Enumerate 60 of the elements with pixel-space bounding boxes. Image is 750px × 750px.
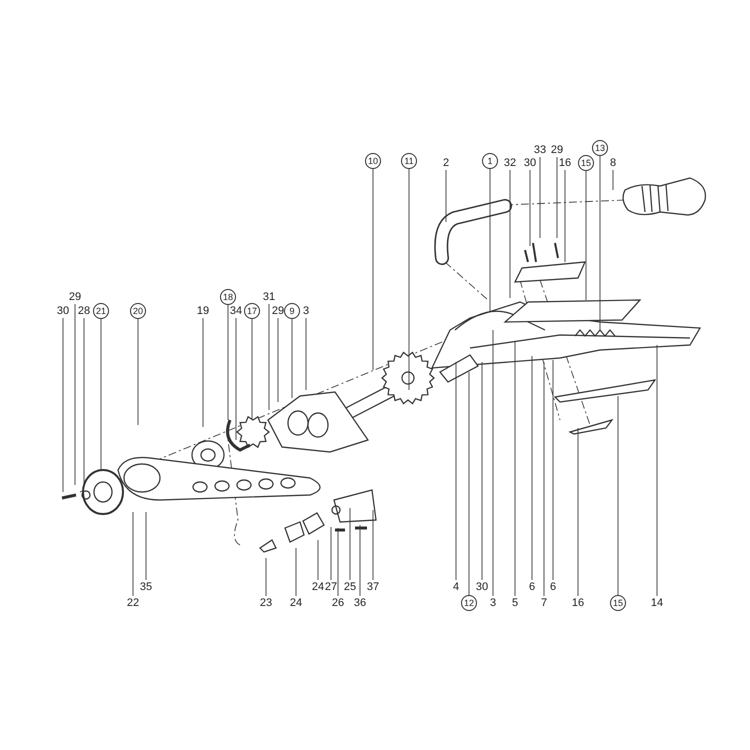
leader-line: [656, 344, 658, 596]
callout-number: 21: [93, 303, 109, 319]
leader-line: [74, 304, 76, 486]
callout-number: 35: [136, 580, 156, 594]
callout-number: 30: [53, 304, 73, 318]
callout-number: 30: [520, 156, 540, 170]
leader-line: [556, 156, 558, 238]
callout-number: 36: [350, 596, 370, 610]
callout-number: 1: [482, 153, 498, 169]
leader-line: [372, 168, 374, 370]
callout-number: 24: [286, 596, 306, 610]
callout-number: 6: [543, 580, 563, 594]
leader-line: [132, 512, 134, 596]
callout-number: 20: [130, 303, 146, 319]
callout-number: 32: [500, 156, 520, 170]
leader-line: [468, 372, 470, 596]
leader-line: [62, 318, 64, 492]
callout-number: 16: [555, 156, 575, 170]
leader-line: [564, 170, 566, 262]
callout-number: 28: [74, 304, 94, 318]
leader-line: [408, 168, 410, 390]
callout-number: 8: [603, 156, 623, 170]
leader-line: [514, 342, 516, 596]
leader-line: [492, 330, 494, 596]
callout-number: 15: [578, 155, 594, 171]
callout-number: 16: [568, 596, 588, 610]
callout-number: 31: [259, 290, 279, 304]
leader-line: [552, 360, 554, 580]
callout-number: 34: [226, 304, 246, 318]
callout-number: 4: [446, 580, 466, 594]
callout-number: 3: [483, 596, 503, 610]
callout-number: 2: [436, 156, 456, 170]
callout-number: 33: [530, 143, 550, 157]
callout-number: 5: [505, 596, 525, 610]
callout-number: 11: [401, 153, 417, 169]
callout-number: 12: [461, 595, 477, 611]
callout-number: 29: [65, 290, 85, 304]
callout-number: 13: [592, 140, 608, 156]
callout-number: 26: [328, 596, 348, 610]
callout-number: 9: [284, 303, 300, 319]
callout-number: 17: [244, 303, 260, 319]
callout-number: 37: [363, 580, 383, 594]
callout-number: 29: [547, 143, 567, 157]
callout-number: 23: [256, 596, 276, 610]
leader-line: [268, 304, 270, 410]
callout-number: 14: [647, 596, 667, 610]
callout-number: 7: [534, 596, 554, 610]
callout-number: 18: [220, 289, 236, 305]
leader-line: [612, 170, 614, 190]
callout-number: 10: [365, 153, 381, 169]
callout-number: 19: [193, 304, 213, 318]
leader-line: [202, 318, 204, 428]
leader-line: [372, 510, 374, 580]
leader-line: [330, 526, 332, 580]
callout-number: 22: [123, 596, 143, 610]
callout-number: 30: [472, 580, 492, 594]
callout-number: 25: [340, 580, 360, 594]
callout-number: 6: [522, 580, 542, 594]
leader-line: [100, 318, 102, 470]
callout-number: 15: [610, 595, 626, 611]
